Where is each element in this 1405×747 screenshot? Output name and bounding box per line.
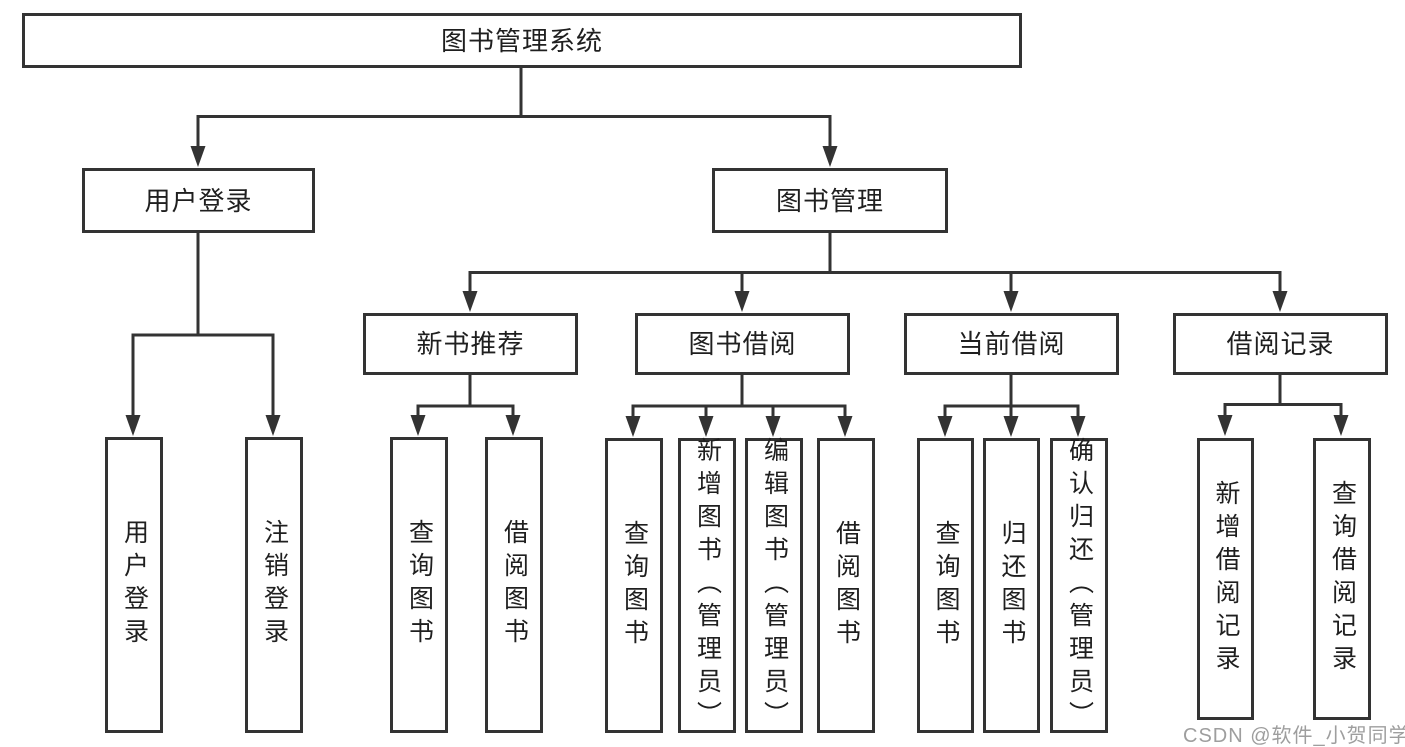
leaf-edit-books-admin-label: 编辑图书（管理员）: [760, 437, 789, 734]
connector-paths: [131, 66, 1343, 419]
leaf-confirm-return-admin: 确认归还（管理员）: [1050, 437, 1108, 734]
node-book-borrowing: 图书借阅: [635, 313, 850, 375]
node-book-borrowing-label: 图书借阅: [688, 329, 797, 359]
node-new-book-recommend-label: 新书推荐: [416, 329, 525, 359]
leaf-return-books-label: 归还图书: [998, 519, 1026, 652]
leaf-query-books-recommend-label: 查询图书: [405, 519, 434, 651]
arrowhead: [410, 415, 426, 436]
watermark: CSDN @软件_小贺同学: [1183, 725, 1405, 747]
arrowhead: [822, 146, 838, 167]
node-book-management-label: 图书管理: [775, 185, 884, 216]
arrowhead: [837, 416, 853, 437]
leaf-query-books-current-label: 查询图书: [932, 519, 960, 652]
node-book-management: 图书管理: [712, 168, 948, 233]
leaf-borrow-books-recommend: 借阅图书: [485, 437, 543, 733]
leaf-user-login-label: 用户登录: [120, 519, 149, 651]
leaf-add-books-admin-label: 新增图书（管理员）: [693, 437, 722, 734]
node-root-label: 图书管理系统: [440, 25, 603, 56]
arrowhead: [1003, 416, 1019, 437]
arrowhead: [125, 415, 141, 436]
arrowhead: [734, 291, 750, 312]
arrowhead: [1003, 291, 1019, 312]
node-current-borrowing-label: 当前借阅: [957, 329, 1066, 359]
leaf-return-books: 归还图书: [983, 438, 1040, 733]
leaf-logout-label: 注销登录: [260, 519, 289, 651]
leaf-query-books-recommend: 查询图书: [390, 437, 448, 733]
leaf-edit-books-admin: 编辑图书（管理员）: [745, 437, 803, 734]
leaf-borrow-books-label: 借阅图书: [832, 519, 861, 652]
arrowhead: [698, 416, 714, 437]
node-borrowing-records-label: 借阅记录: [1226, 329, 1335, 359]
arrowhead: [462, 291, 478, 312]
leaf-logout: 注销登录: [245, 437, 303, 733]
arrowhead: [1333, 415, 1349, 436]
node-borrowing-records: 借阅记录: [1173, 313, 1388, 375]
arrowhead: [265, 415, 281, 436]
arrowhead: [1070, 416, 1086, 437]
leaf-confirm-return-admin-label: 确认归还（管理员）: [1065, 437, 1094, 734]
leaf-add-borrow-record: 新增借阅记录: [1197, 438, 1254, 720]
leaf-add-books-admin: 新增图书（管理员）: [678, 437, 736, 734]
arrowhead: [625, 416, 641, 437]
node-user-login-label: 用户登录: [144, 185, 253, 216]
leaf-query-borrow-record-label: 查询借阅记录: [1328, 480, 1357, 678]
leaf-user-login: 用户登录: [105, 437, 163, 733]
leaf-add-borrow-record-label: 新增借阅记录: [1212, 480, 1240, 678]
leaf-borrow-books: 借阅图书: [817, 438, 875, 733]
leaf-query-books-current: 查询图书: [917, 438, 974, 733]
leaf-borrow-books-recommend-label: 借阅图书: [500, 519, 529, 651]
arrowhead: [765, 416, 781, 437]
arrowhead: [1217, 415, 1233, 436]
node-root: 图书管理系统: [22, 13, 1022, 68]
leaf-query-books-borrowing-label: 查询图书: [620, 519, 649, 652]
node-current-borrowing: 当前借阅: [904, 313, 1119, 375]
arrowhead: [505, 415, 521, 436]
arrowhead: [1272, 291, 1288, 312]
arrowhead: [937, 416, 953, 437]
leaf-query-books-borrowing: 查询图书: [605, 438, 663, 733]
leaf-query-borrow-record: 查询借阅记录: [1313, 438, 1371, 720]
arrowheads: [125, 146, 1349, 437]
arrowhead: [190, 146, 206, 167]
node-user-login: 用户登录: [82, 168, 315, 233]
node-new-book-recommend: 新书推荐: [363, 313, 578, 375]
